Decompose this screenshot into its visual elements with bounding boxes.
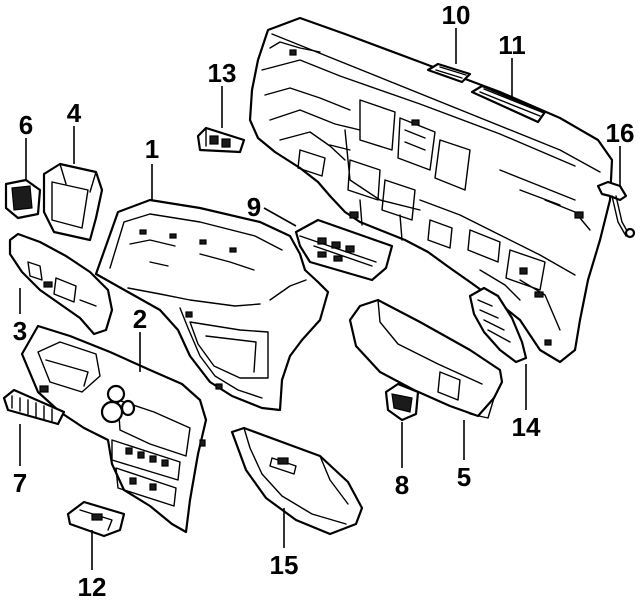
part-15-glove-box <box>230 426 364 536</box>
callout-12: 12 <box>78 572 107 602</box>
part-6-side-vent <box>4 178 42 220</box>
callout-3: 3 <box>13 316 27 346</box>
callout-15: 15 <box>270 550 299 580</box>
callout-2: 2 <box>133 304 147 334</box>
leader-lines <box>19 28 621 570</box>
callout-6: 6 <box>19 110 33 140</box>
callout-14: 14 <box>512 412 541 442</box>
part-4-switch-housing-cover <box>42 162 104 242</box>
callout-10: 10 <box>442 0 471 30</box>
part-5-glove-box-door-panel <box>348 298 504 419</box>
part-3-lower-trim-panel <box>8 232 114 336</box>
part-12-ashtray <box>66 500 126 538</box>
callout-9: 9 <box>247 192 261 222</box>
callout-labels: 1 2 3 4 5 6 7 8 9 10 11 12 13 14 15 16 <box>13 0 635 602</box>
callout-13: 13 <box>208 58 237 88</box>
leader-9 <box>263 207 297 227</box>
callout-16: 16 <box>606 118 635 148</box>
callout-7: 7 <box>13 468 27 498</box>
part-7-vent-grille <box>2 388 66 426</box>
part-2-center-bezel <box>20 324 208 534</box>
callout-11: 11 <box>498 30 526 60</box>
part-16-bracket-rod <box>596 180 636 239</box>
callout-8: 8 <box>395 470 409 500</box>
part-9-control-unit <box>294 218 394 282</box>
part-8-right-vent <box>384 382 420 422</box>
callout-5: 5 <box>457 462 471 492</box>
part-13-center-vent <box>196 126 246 154</box>
callout-1: 1 <box>145 134 159 164</box>
callout-4: 4 <box>67 98 82 128</box>
part-1-instrument-panel-frame <box>94 198 330 412</box>
part-10-defroster-grille <box>426 62 472 84</box>
part-11-defroster-grille <box>470 84 547 124</box>
part-14-side-cover <box>468 286 528 364</box>
